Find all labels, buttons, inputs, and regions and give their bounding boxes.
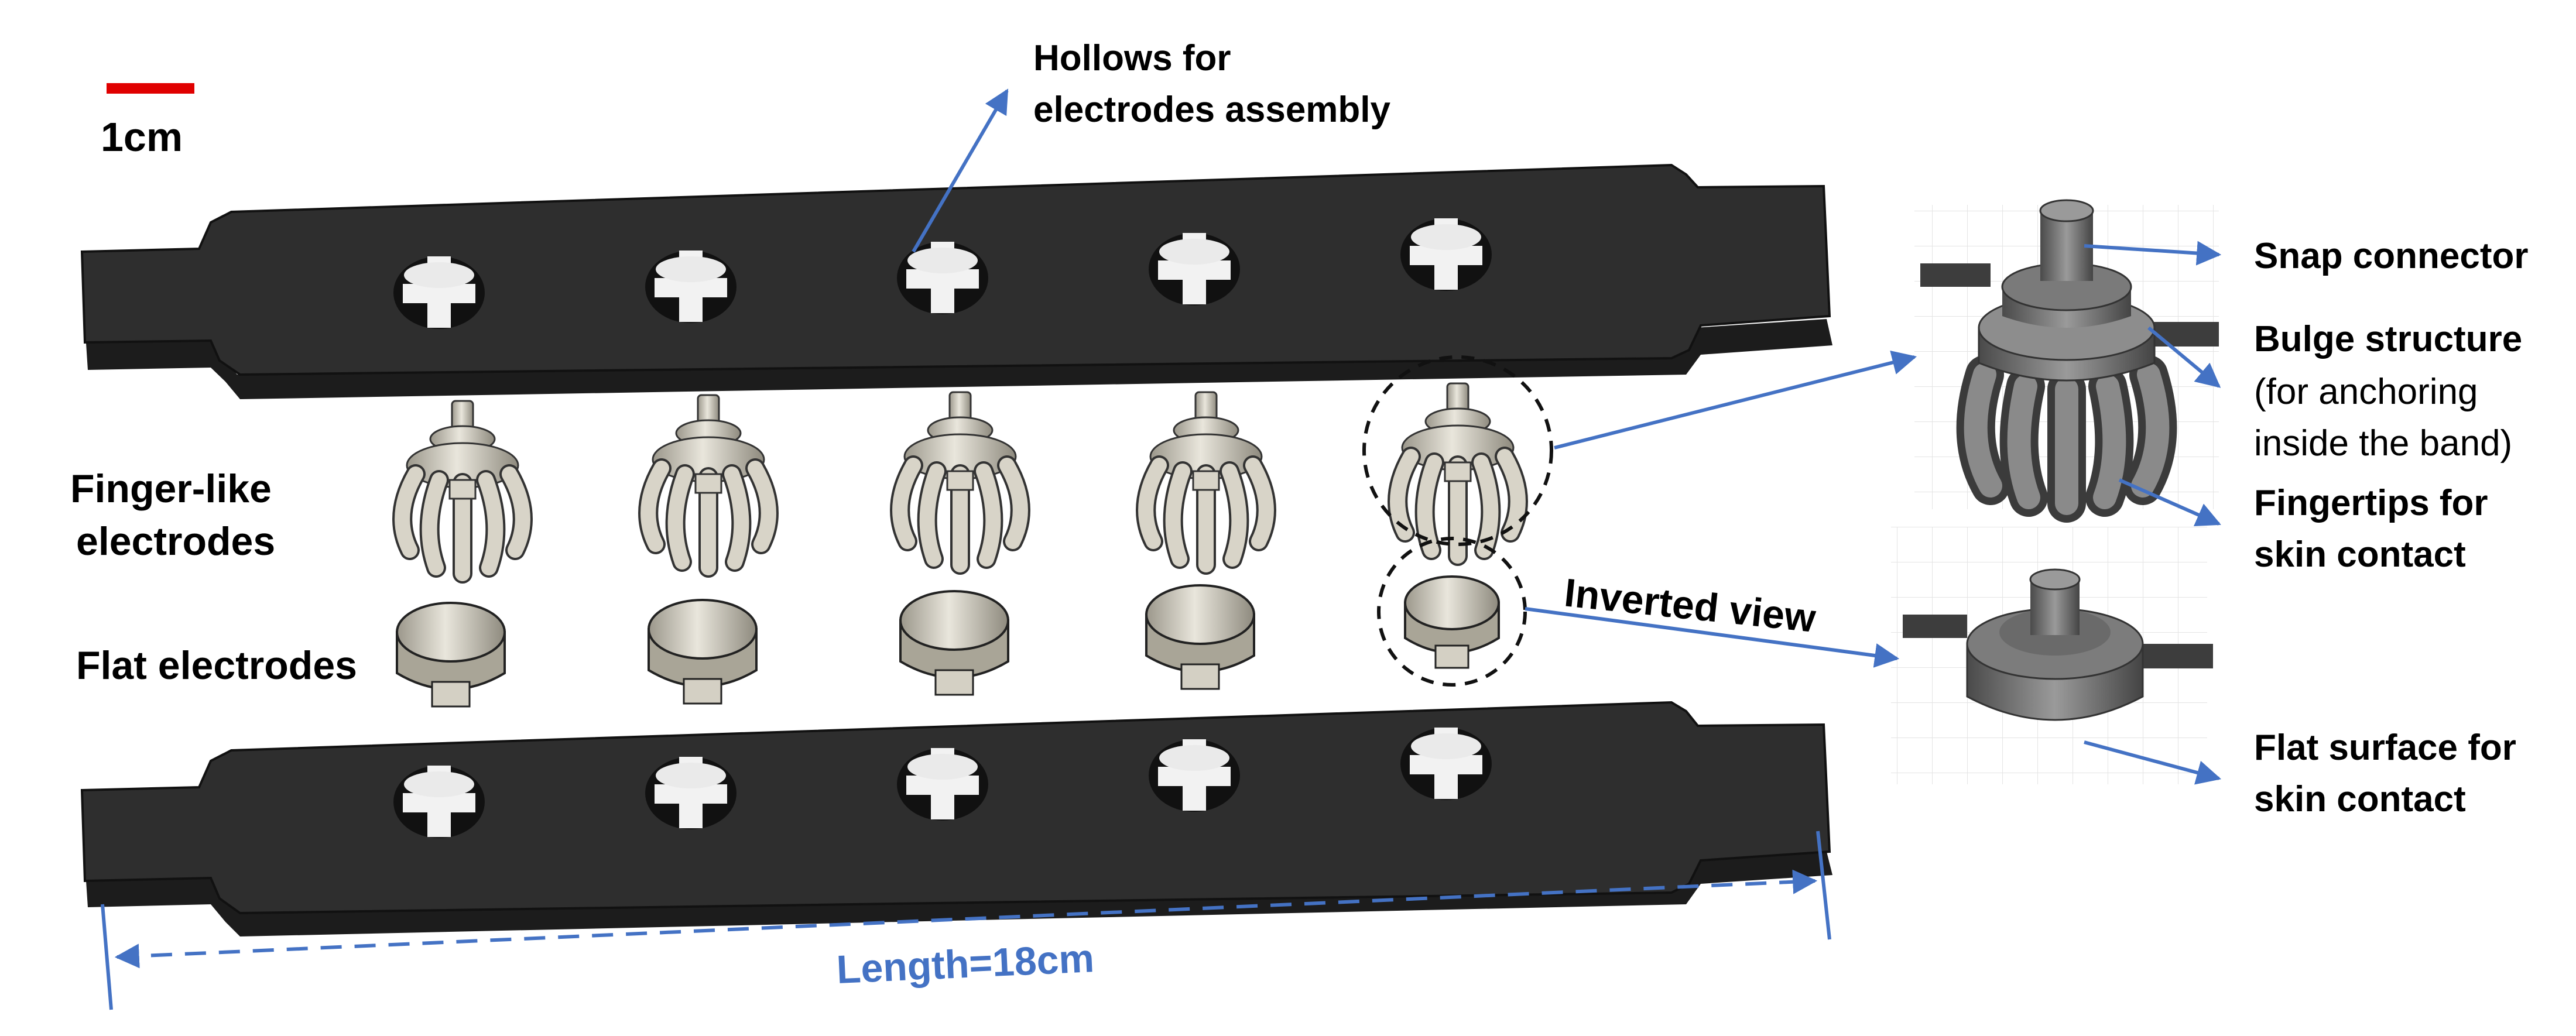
flat-surface-label-line1: Flat surface for [2254,728,2516,768]
bottom-band [80,701,1832,936]
highlight-circle-flat [1377,537,1527,687]
top-band-hollows [393,218,1492,329]
arrow-to-flat-render [1525,607,1900,668]
arrow-flat-surface [2084,740,2222,785]
snap-connector-label: Snap connector [2254,236,2529,276]
finger-label-line2: electrodes [76,519,275,564]
hollow [897,242,988,314]
finger-electrode-render [1914,199,2219,523]
bulge-label-line3: inside the band) [2254,423,2512,464]
flat-electrode-render [1891,527,2213,784]
scale-bar-line [107,83,194,94]
bulge-label-line2: (for anchoring [2254,372,2478,412]
fingertips-label-line2: skin contact [2254,534,2466,575]
finger-electrode [638,394,779,578]
scale-bar: 1cm [101,83,194,160]
bulge-label-line1: Bulge structure [2254,319,2522,359]
hollows-label-line1: Hollows for [1033,38,1231,78]
length-tick-right [1816,831,1831,940]
hollow [1149,739,1240,812]
flat-surface-label-line2: skin contact [2254,779,2466,819]
top-band [80,163,1832,399]
top-band-side [82,281,1832,399]
hollow [645,757,737,829]
length-dimension: Length=18cm [101,831,1831,1010]
highlight-circle-finger [1362,355,1553,546]
length-arrow [114,869,1818,969]
bottom-band-hollows [393,728,1492,838]
finger-electrodes-row [392,355,1553,584]
arrow-fingertips [2118,478,2221,526]
fingertips-label-line1: Fingertips for [2254,483,2488,523]
hollow [393,766,485,838]
finger-electrode [1136,391,1276,575]
arrow-bulge-structure [2147,326,2221,388]
hollow [393,256,485,329]
length-label: Length=18cm [835,936,1095,992]
arrow-snap-connector [2084,241,2222,266]
flat-electrode-highlighted [1404,575,1500,669]
hollows-label-line2: electrodes assembly [1033,90,1391,130]
flat-electrode [396,602,506,708]
finger-electrode-highlighted [1388,382,1528,566]
flat-electrode [1145,584,1255,690]
length-tick-left [101,904,113,1010]
finger-electrode [392,400,533,584]
hollow [1400,218,1492,291]
flat-electrode [648,599,758,705]
flat-electrodes-row [396,537,1527,708]
scale-bar-label: 1cm [101,114,183,160]
hollow [645,251,737,323]
hollow [897,748,988,821]
flat-electrode [899,590,1009,696]
annotation-arrows [912,88,2222,785]
finger-electrode [890,391,1030,575]
finger-label-line1: Finger-like [70,466,272,511]
hollow [1400,728,1492,800]
arrow-to-finger-render [1554,350,1917,450]
arrow-hollows [912,88,1009,253]
flat-electrodes-label: Flat electrodes [76,643,357,688]
hollow [1149,233,1240,306]
